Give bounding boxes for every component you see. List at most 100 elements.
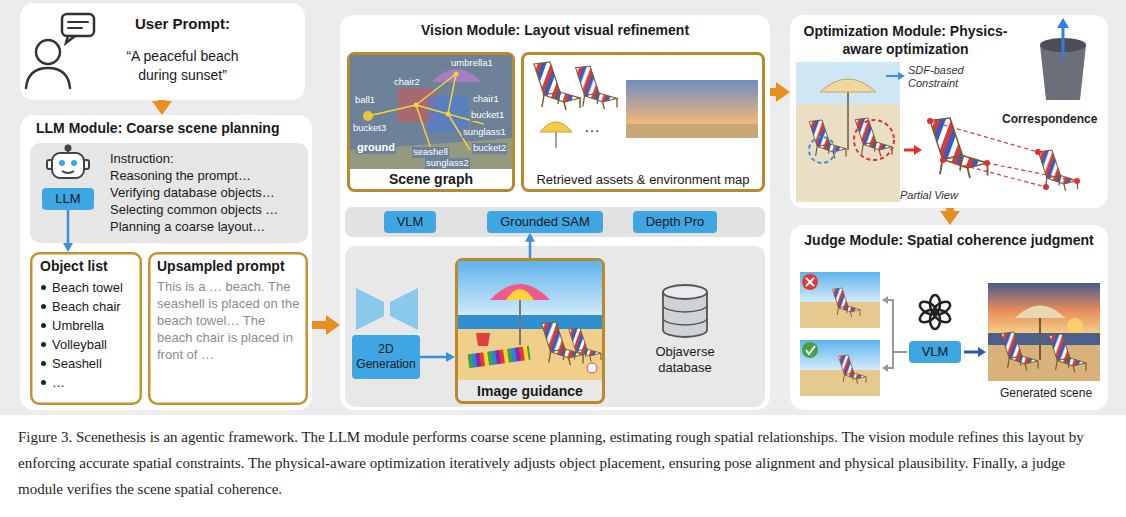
bullet-dot (41, 323, 46, 328)
flow-arrow (770, 88, 777, 96)
bullet-dot (41, 304, 46, 309)
judge-candidates (882, 296, 888, 304)
database-icon (663, 285, 707, 299)
heading-text: LLM Module: Coarse scene planning (36, 120, 312, 137)
robot-icon (47, 160, 52, 169)
image-box-shape (349, 54, 514, 191)
database-icon (663, 305, 707, 325)
box-label: LLM (55, 191, 80, 207)
annotation-text: Partial View (900, 189, 958, 202)
prompt-panel: User Prompt:“A peaceful beach during sun… (20, 3, 305, 100)
generator-icon (356, 288, 418, 330)
robot-icon (71, 160, 77, 166)
instruction-box-shape (30, 143, 308, 243)
figure-caption: Figure 3. Scenethesis is an agentic fram… (18, 424, 1110, 502)
optimization-scene (820, 79, 876, 92)
box-outline (30, 54, 764, 404)
generator-icon (356, 288, 384, 330)
robot-icon (47, 146, 89, 179)
user-icon (36, 40, 60, 64)
generated-scene (978, 347, 986, 357)
user-icon (62, 14, 94, 36)
scene-graph-image (350, 138, 512, 169)
body-text: Beach towel (40, 278, 138, 297)
optimization-scene (847, 92, 849, 150)
bullet-dot (41, 380, 46, 385)
openai-logo (918, 299, 939, 317)
graph-node-label: chair2 (393, 77, 421, 88)
body-text: This is a … beach. The seashell is place… (157, 278, 302, 363)
bullet-dot (41, 285, 46, 290)
judge-candidates (832, 288, 860, 317)
robot-icon (62, 171, 74, 173)
judge-candidates (838, 355, 866, 384)
graph-node-label: ball1 (354, 95, 376, 106)
guidance-image (467, 346, 530, 368)
image-box: Scene graph (347, 52, 515, 192)
optimization-scene (796, 62, 905, 202)
generated-scene (1049, 334, 1086, 372)
prompt-panel-shape (20, 3, 305, 100)
generated-scene (1039, 318, 1041, 360)
module-panel: Judge Module: Spatial coherence judgment… (790, 225, 1108, 410)
prompt-box-shape (149, 253, 307, 404)
generated-scene (1001, 332, 1038, 370)
correspondence-drawing (984, 160, 990, 166)
umbrella-icon (540, 122, 572, 132)
judge-candidates (806, 346, 815, 354)
heading-text: 2D Generation (352, 342, 420, 372)
correspondence-drawing (1035, 149, 1041, 155)
flow-arrow (158, 100, 166, 102)
retrieved-assets (576, 66, 617, 109)
prompt-box: Upsampled promptThis is a … beach. The s… (148, 252, 308, 405)
graph-node-label: bucket1 (470, 110, 505, 121)
judge-candidates (802, 274, 818, 290)
heading-text: Objaverse database (643, 344, 727, 376)
module-panel: LLM Module: Coarse scene planningInstruc… (20, 115, 312, 410)
caption-block: Figure 3. Scenethesis is an agentic fram… (18, 424, 1110, 502)
umbrella-icon (555, 132, 557, 148)
correspondence-drawing (1043, 184, 1049, 190)
correspondence-drawing (930, 121, 1077, 187)
guidance-image (506, 289, 534, 300)
annotation-text: SDF-based Constraint (908, 64, 978, 89)
body-text: Volleyball (40, 335, 138, 354)
scene-graph-image (350, 55, 512, 169)
bucket-model (1057, 18, 1069, 28)
robot-icon (52, 153, 84, 178)
heading-text: Scene graph (347, 171, 515, 188)
module-panel-shape (340, 15, 770, 410)
flow-arrow (946, 208, 954, 212)
image-box: Image guidance (455, 258, 605, 404)
panel-fill (20, 3, 1108, 410)
guidance-image (490, 284, 550, 300)
module-panel-shape (20, 115, 312, 410)
retrieved-assets (534, 62, 580, 110)
heading-text: Image guidance (455, 383, 605, 400)
image-box: Retrieved assets & environment map (521, 52, 765, 192)
figure-background (0, 0, 1126, 415)
heading-text: Upsampled prompt (157, 258, 302, 275)
step-arrow (529, 241, 532, 258)
image-caption: Generated scene (1000, 387, 1092, 401)
guidance-image (587, 363, 597, 373)
correspondence-drawing (1074, 178, 1080, 184)
heading-text: Judge Module: Spatial coherence judgment (794, 232, 1104, 249)
graph-node-label: sunglass2 (425, 158, 470, 169)
scene-graph-image (414, 103, 419, 108)
correspondence-drawing (927, 118, 933, 124)
guidance-image (458, 261, 602, 317)
sub-panel (345, 207, 765, 407)
graph-node-label: umbrella1 (450, 58, 494, 69)
tool-box: Grounded SAM (487, 211, 603, 233)
body-text: Umbrella (40, 316, 138, 335)
guidance-image (458, 315, 602, 329)
generated-scene (988, 283, 1100, 333)
guidance-image (458, 261, 602, 380)
module-panel-shape (790, 15, 1108, 208)
generated-scene (1067, 318, 1083, 334)
heading-text: Retrieved assets & environment map (521, 172, 765, 188)
module-panel: Vision Module: Layout visual refinementS… (340, 15, 770, 410)
generator-icon (390, 288, 418, 330)
list-box: Object listBeach towelBeach chairUmbrell… (30, 252, 142, 405)
